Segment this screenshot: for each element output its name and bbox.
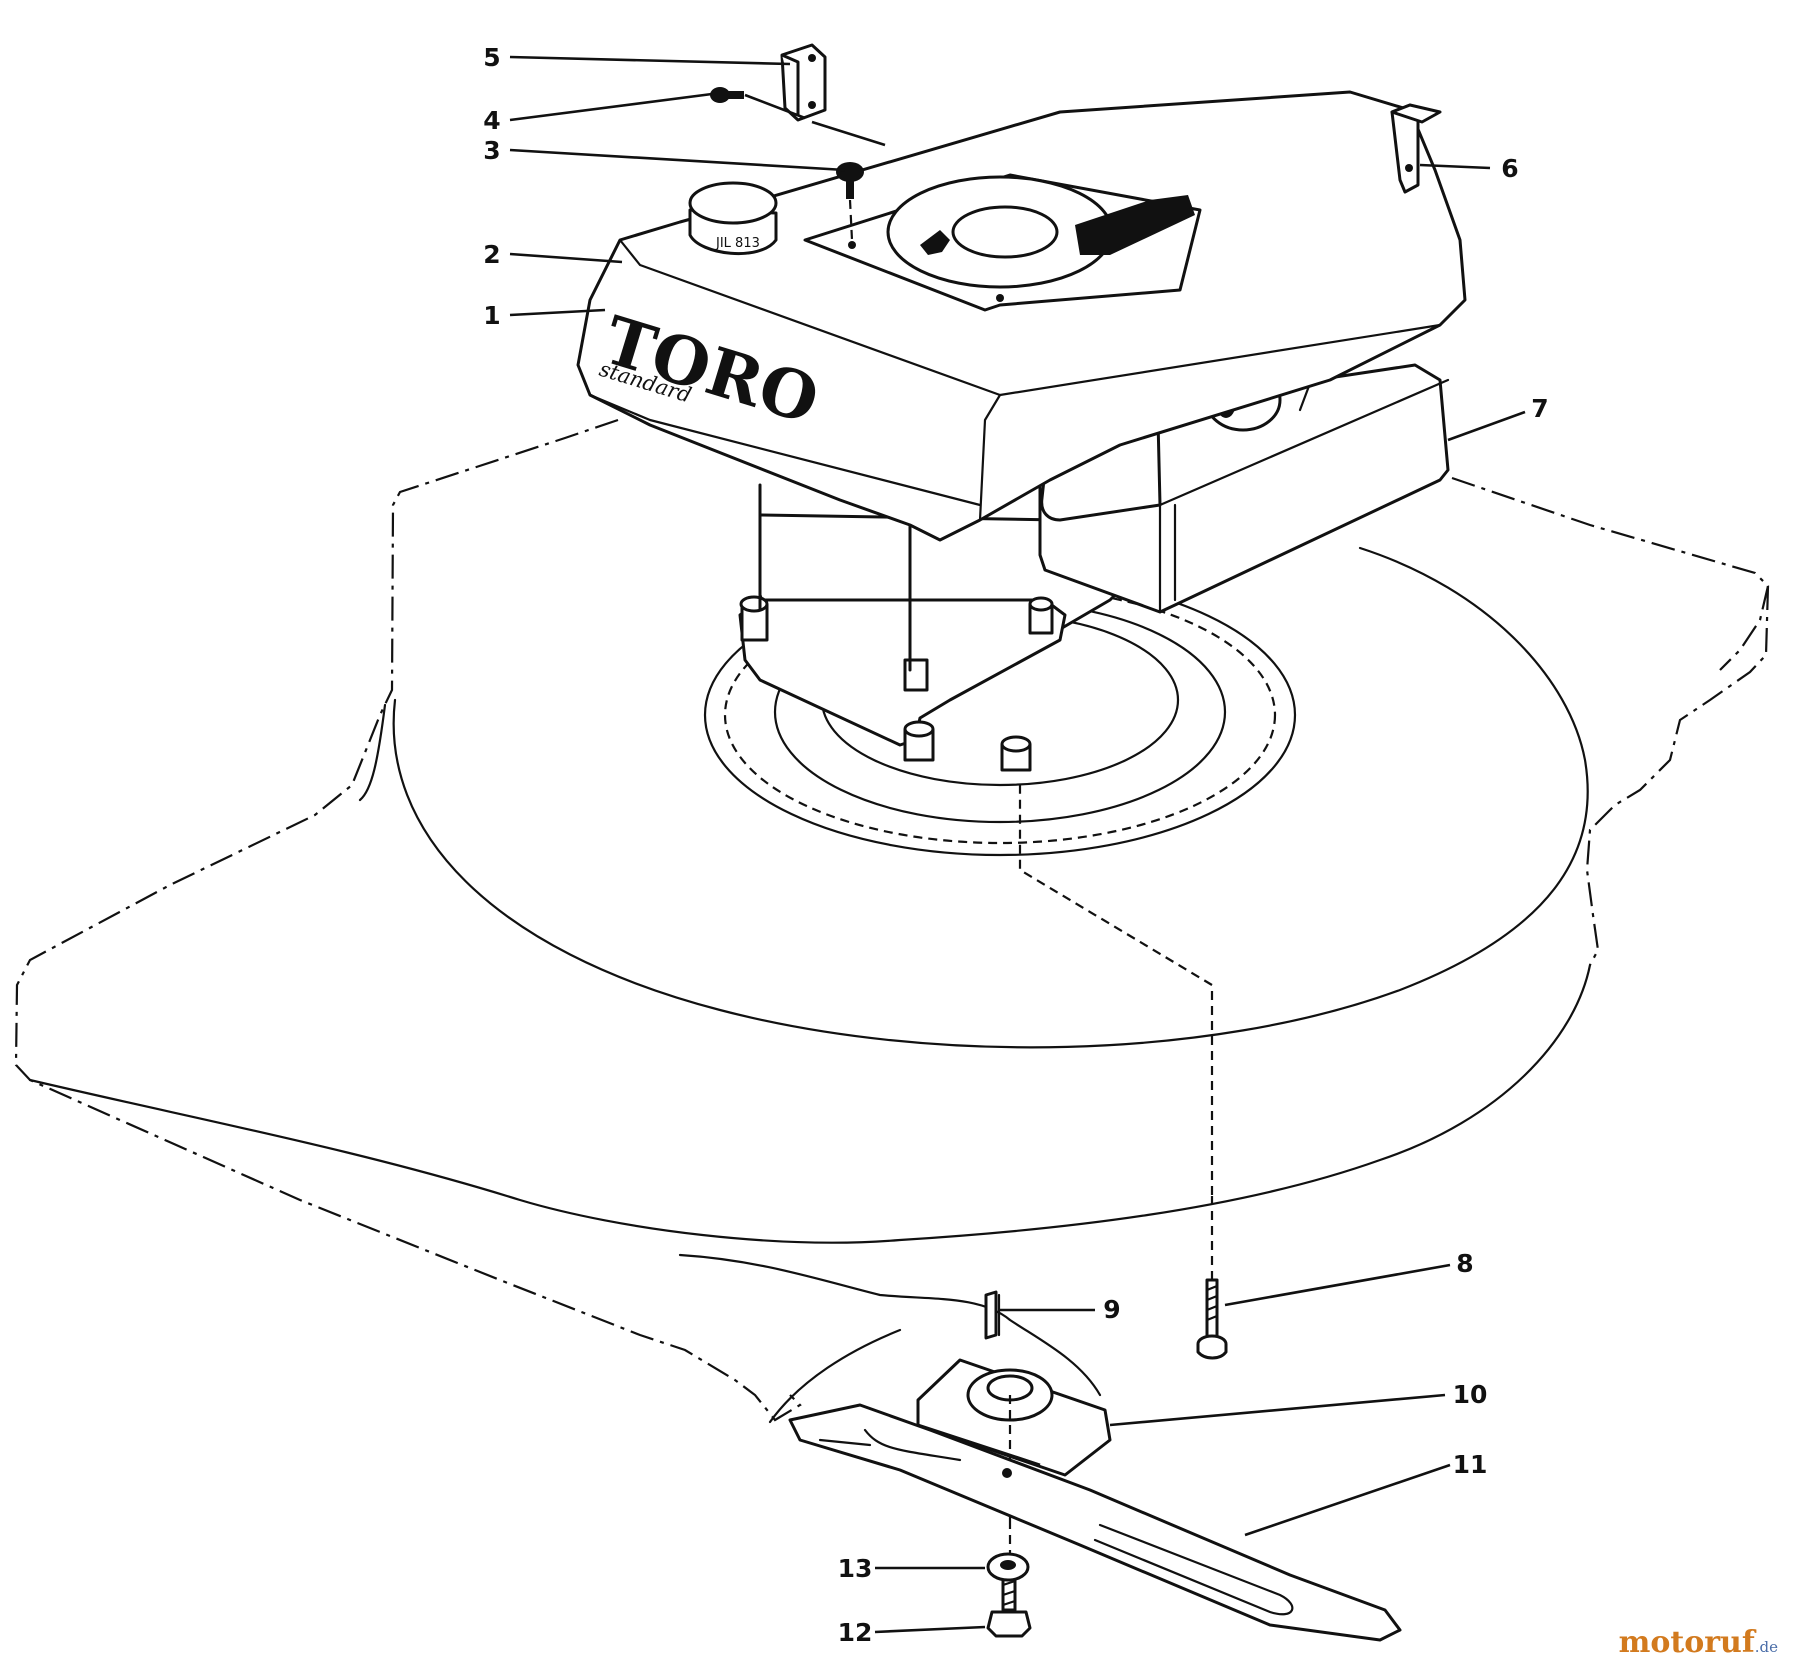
mount-bolts — [739, 595, 1054, 772]
callout-6: 6 — [1501, 154, 1518, 183]
callout-8: 8 — [1456, 1249, 1473, 1278]
part-13-washer — [986, 1520, 1030, 1582]
callout-10: 10 — [1453, 1380, 1488, 1409]
part-12-bolt — [986, 1573, 1032, 1638]
shroud-cap: JIL 813 — [688, 181, 778, 256]
callout-11: 11 — [1453, 1450, 1488, 1479]
callout-2: 2 — [483, 240, 500, 269]
part-3-screw — [836, 162, 864, 241]
part-11-blade — [788, 1403, 1402, 1642]
leader-1 — [509, 308, 606, 317]
leader-10 — [1109, 1393, 1446, 1427]
leader-7 — [1447, 410, 1526, 442]
callout-3: 3 — [483, 136, 500, 165]
leader-12 — [874, 1625, 986, 1634]
starter-grip — [1075, 195, 1195, 255]
mount-flange — [738, 598, 1067, 747]
watermark-tld: .de — [1754, 1638, 1778, 1656]
callout-12: 12 — [838, 1618, 873, 1647]
watermark: motoruf.de — [1619, 1625, 1778, 1660]
leader-2 — [509, 252, 623, 264]
part-6-bracket — [1390, 103, 1442, 194]
leader-4 — [509, 92, 713, 122]
callout-13: 13 — [838, 1554, 873, 1583]
cap-marking: JIL 813 — [715, 236, 760, 251]
callout-1: 1 — [483, 301, 500, 330]
leader-11 — [1244, 1463, 1451, 1537]
leader-5 — [509, 55, 791, 66]
deck-outline — [14, 418, 802, 1422]
callout-leaders — [509, 55, 1526, 1634]
leader-3 — [509, 148, 846, 172]
callout-7: 7 — [1531, 394, 1548, 423]
callout-5: 5 — [483, 43, 500, 72]
leader-8 — [1224, 1263, 1451, 1307]
engine — [738, 363, 1450, 772]
watermark-main: motoruf — [1618, 1625, 1755, 1660]
leader-6 — [1419, 163, 1491, 170]
callout-9: 9 — [1103, 1295, 1120, 1324]
part-4-screw — [710, 87, 744, 103]
part-8-bolt — [1018, 785, 1228, 1360]
deck-outline-right — [1451, 476, 1770, 966]
engine-shroud — [576, 90, 1467, 542]
callout-labels: 1 2 3 4 5 6 7 8 9 10 11 12 13 — [483, 43, 1548, 1647]
part-5-bracket — [780, 43, 827, 122]
callout-4: 4 — [483, 106, 500, 135]
part-9-key — [984, 1290, 1001, 1340]
shroud-body — [576, 90, 1467, 542]
deck-dome — [392, 546, 1589, 1049]
